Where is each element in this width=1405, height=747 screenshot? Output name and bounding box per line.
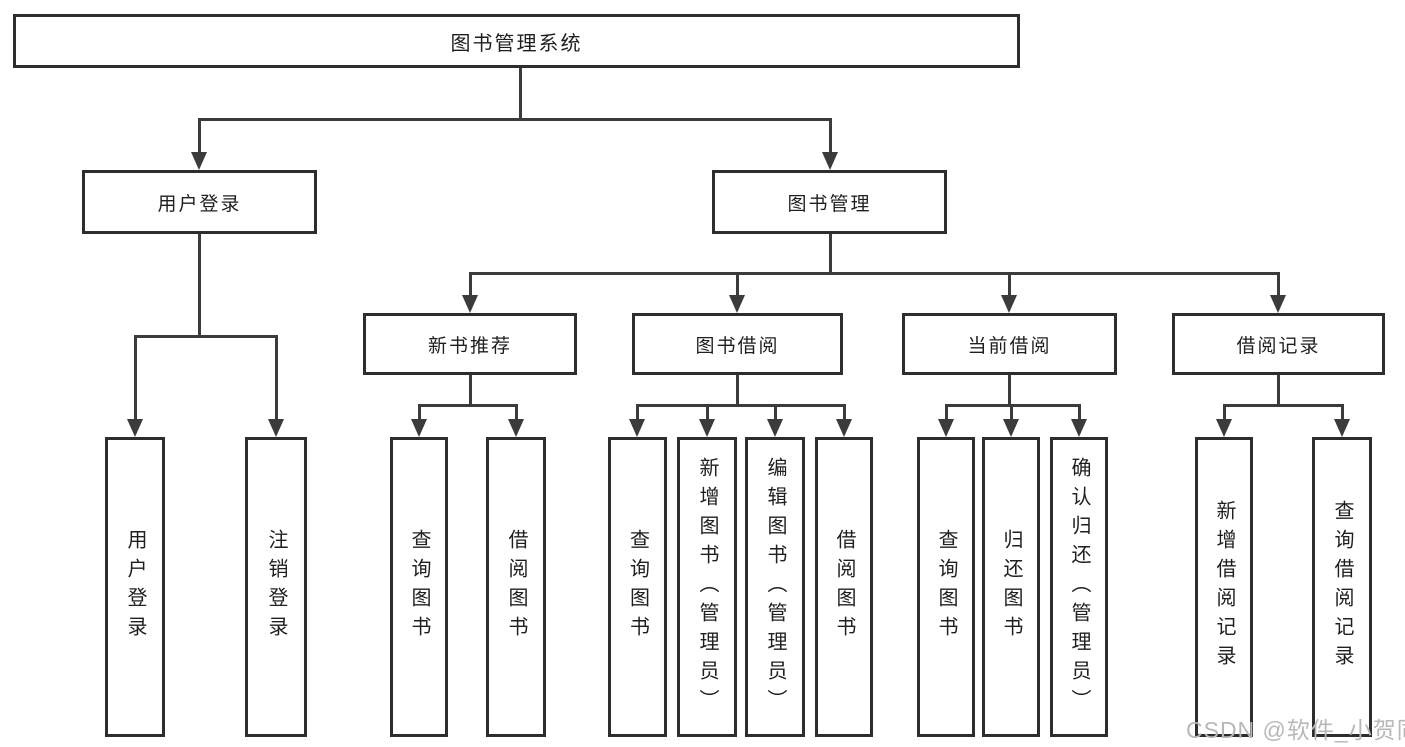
arrowhead-icon [462, 295, 478, 313]
csdn-watermark: CSDN @软件_小贺同学 [1186, 717, 1405, 743]
node-book-management: 图书管理 [712, 170, 947, 234]
arrowhead-icon [1071, 419, 1087, 437]
connector-line [736, 374, 739, 407]
node-new-book-recommendation: 新书推荐 [363, 313, 577, 375]
node-user-login: 用户登录 [82, 170, 317, 234]
leaf-edit-book-admin-label: 编辑图书（管理员） [764, 456, 786, 718]
leaf-borrow-books-recommend: 借阅图书 [486, 437, 546, 737]
leaf-query-books-current-label: 查询图书 [935, 529, 957, 645]
leaf-borrow-books-borrowing-label: 借阅图书 [833, 529, 855, 645]
node-root-label: 图书管理系统 [450, 32, 583, 55]
connector-line [1277, 374, 1280, 407]
connector-line [198, 118, 201, 154]
connector-line [1008, 272, 1011, 298]
connector-line [469, 272, 472, 298]
connector-line [1341, 404, 1344, 421]
arrowhead-icon [699, 419, 715, 437]
connector-line [1223, 404, 1343, 407]
connector-line [636, 404, 639, 421]
leaf-add-book-admin-label: 新增图书（管理员） [696, 456, 718, 718]
node-book-borrowing: 图书借阅 [632, 313, 843, 375]
node-borrowing-records-label: 借阅记录 [1236, 335, 1321, 357]
leaf-return-books: 归还图书 [982, 437, 1040, 737]
connector-line [1010, 404, 1013, 421]
connector-line [829, 233, 832, 275]
connector-line [469, 272, 1280, 275]
node-book-management-label: 图书管理 [787, 193, 872, 215]
connector-line [134, 335, 137, 421]
connector-line [1223, 404, 1226, 421]
connector-line [1078, 404, 1081, 421]
leaf-user-login: 用户登录 [105, 437, 165, 737]
arrowhead-icon [938, 419, 954, 437]
arrowhead-icon [629, 419, 645, 437]
leaf-edit-book-admin: 编辑图书（管理员） [745, 437, 805, 737]
leaf-query-books-recommend: 查询图书 [390, 437, 448, 737]
node-new-book-recommendation-label: 新书推荐 [427, 335, 512, 357]
leaf-add-book-admin: 新增图书（管理员） [677, 437, 737, 737]
leaf-user-login-label: 用户登录 [124, 529, 146, 645]
connector-line [829, 118, 832, 154]
connector-line [736, 272, 739, 298]
arrowhead-icon [1003, 419, 1019, 437]
leaf-query-books-current: 查询图书 [917, 437, 975, 737]
arrowhead-icon [268, 419, 284, 437]
connector-line [515, 404, 518, 421]
arrowhead-icon [1334, 419, 1350, 437]
leaf-query-borrow-record-label: 查询借阅记录 [1331, 500, 1353, 674]
arrowhead-icon [836, 419, 852, 437]
connector-line [945, 404, 948, 421]
connector-line [706, 404, 709, 421]
leaf-return-books-label: 归还图书 [1000, 529, 1022, 645]
leaf-query-borrow-record: 查询借阅记录 [1312, 437, 1372, 737]
leaf-query-books-borrowing-label: 查询图书 [626, 529, 649, 645]
connector-line [418, 404, 421, 421]
leaf-add-borrow-record: 新增借阅记录 [1195, 437, 1253, 737]
arrowhead-icon [191, 152, 207, 170]
node-user-login-label: 用户登录 [157, 193, 242, 215]
connector-line [275, 335, 278, 421]
arrowhead-icon [767, 419, 783, 437]
arrowhead-icon [1216, 419, 1232, 437]
node-borrowing-records: 借阅记录 [1172, 313, 1385, 375]
connector-line [198, 118, 832, 121]
leaf-borrow-books-borrowing: 借阅图书 [815, 437, 873, 737]
arrowhead-icon [127, 419, 143, 437]
leaf-query-books-recommend-label: 查询图书 [408, 529, 430, 645]
arrowhead-icon [508, 419, 524, 437]
node-current-borrowing-label: 当前借阅 [967, 335, 1052, 357]
connector-line [198, 233, 201, 337]
connector-line [1277, 272, 1280, 298]
connector-line [134, 335, 277, 338]
node-book-borrowing-label: 图书借阅 [695, 335, 780, 357]
leaf-confirm-return-admin-label: 确认归还（管理员） [1068, 456, 1090, 718]
arrowhead-icon [822, 152, 838, 170]
arrowhead-icon [1001, 295, 1017, 313]
node-root: 图书管理系统 [13, 14, 1020, 68]
connector-line [418, 404, 518, 407]
leaf-borrow-books-recommend-label: 借阅图书 [505, 529, 527, 645]
connector-line [843, 404, 846, 421]
arrowhead-icon [729, 295, 745, 313]
connector-line [469, 374, 472, 407]
node-current-borrowing: 当前借阅 [902, 313, 1117, 375]
connector-line [1008, 374, 1011, 407]
leaf-query-books-borrowing: 查询图书 [608, 437, 667, 737]
connector-line [774, 404, 777, 421]
leaf-logout-label: 注销登录 [265, 529, 287, 645]
connector-line [519, 67, 522, 120]
leaf-add-borrow-record-label: 新增借阅记录 [1213, 500, 1235, 674]
leaf-confirm-return-admin: 确认归还（管理员） [1050, 437, 1108, 737]
connector-line [636, 404, 845, 407]
leaf-logout: 注销登录 [245, 437, 307, 737]
arrowhead-icon [1270, 295, 1286, 313]
arrowhead-icon [411, 419, 427, 437]
